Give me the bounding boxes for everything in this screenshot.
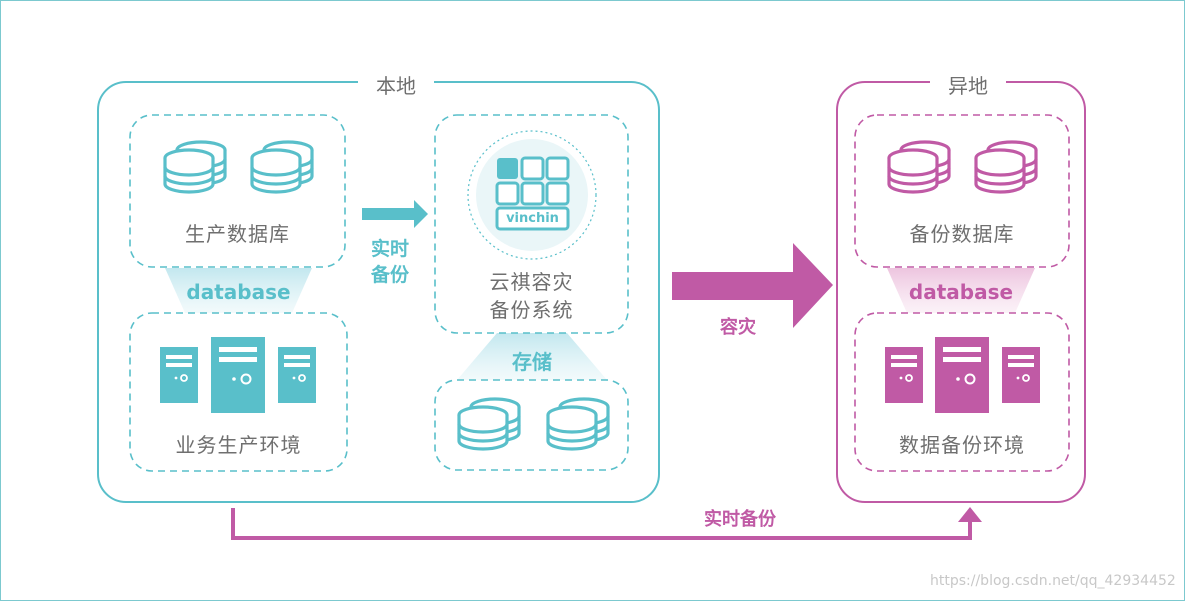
server-icon <box>1001 346 1041 404</box>
realtime-backup-label: 实时 备份 <box>370 238 409 286</box>
server-icon <box>277 346 317 404</box>
server-icon <box>210 336 266 414</box>
storage-funnel <box>457 333 607 380</box>
server-icon <box>884 346 924 404</box>
disaster-recovery-label: 容灾 <box>720 317 756 338</box>
remote-database-label: database <box>908 280 1014 304</box>
realtime-backup-arrow <box>362 200 428 228</box>
business-env-label: 业务生产环境 <box>175 433 302 457</box>
backup-db-label: 备份数据库 <box>909 222 1015 246</box>
database-label: database <box>186 280 291 304</box>
bottom-realtime-backup-label: 实时备份 <box>704 509 776 530</box>
backup-system-label: 云祺容灾 备份系统 <box>489 270 574 322</box>
backup-env-label: 数据备份环境 <box>899 433 1025 457</box>
storage-label: 存储 <box>512 350 552 374</box>
local-site-title: 本地 <box>358 70 434 99</box>
vinchin-logo <box>467 130 597 260</box>
bottom-backup-arrowhead <box>958 507 982 522</box>
remote-database-funnel <box>887 268 1035 313</box>
bottom-backup-line <box>231 508 972 540</box>
database-funnel <box>165 268 312 313</box>
server-icon <box>934 336 990 414</box>
logo-text: vinchin <box>506 211 559 226</box>
production-db-label: 生产数据库 <box>185 222 290 246</box>
remote-site-title: 异地 <box>930 70 1006 99</box>
disaster-recovery-arrow <box>672 243 833 328</box>
server-icon <box>159 346 199 404</box>
watermark: https://blog.csdn.net/qq_42934452 <box>930 573 1176 589</box>
